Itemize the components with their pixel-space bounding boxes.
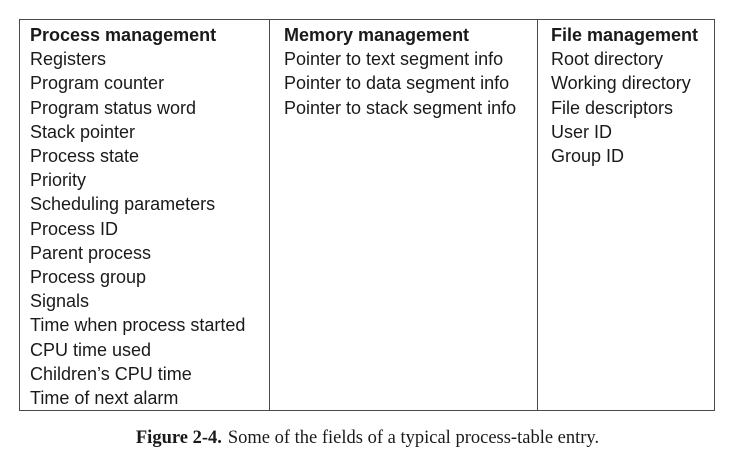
field-item: Process ID: [30, 218, 119, 239]
column-memory-management: Memory management Pointer to text segmen…: [269, 20, 537, 410]
field-item: Pointer to data segment info: [284, 73, 510, 94]
field-item: Time when process started: [30, 315, 246, 336]
field-item: User ID: [551, 121, 613, 142]
field-item: Program counter: [30, 73, 165, 94]
field-item: Root directory: [551, 49, 664, 70]
field-item: Group ID: [551, 146, 625, 167]
column-heading: Process management: [30, 25, 217, 45]
field-item: Time of next alarm: [30, 388, 179, 409]
field-item: Scheduling parameters: [30, 194, 216, 215]
field-item: Parent process: [30, 242, 152, 263]
field-item: Process group: [30, 267, 147, 288]
field-item: Priority: [30, 170, 87, 191]
field-item: Working directory: [551, 73, 691, 94]
figure-caption: Figure 2-4.Some of the fields of a typic…: [0, 428, 735, 449]
caption-text: Some of the fields of a typical process-…: [227, 428, 600, 448]
column-heading: Memory management: [284, 25, 470, 45]
field-item: Pointer to text segment info: [284, 49, 504, 70]
field-item: Registers: [30, 49, 107, 70]
field-item: CPU time used: [30, 339, 152, 360]
field-item: Process state: [30, 146, 140, 167]
field-item: Stack pointer: [30, 121, 136, 142]
figure-label: Figure 2-4.: [135, 428, 222, 448]
field-item: File descriptors: [551, 97, 674, 118]
field-item: Pointer to stack segment info: [284, 97, 517, 118]
field-item: Children’s CPU time: [30, 363, 192, 384]
column-heading: File management: [551, 25, 699, 45]
field-item: Signals: [30, 291, 90, 312]
field-item: Program status word: [30, 97, 197, 118]
